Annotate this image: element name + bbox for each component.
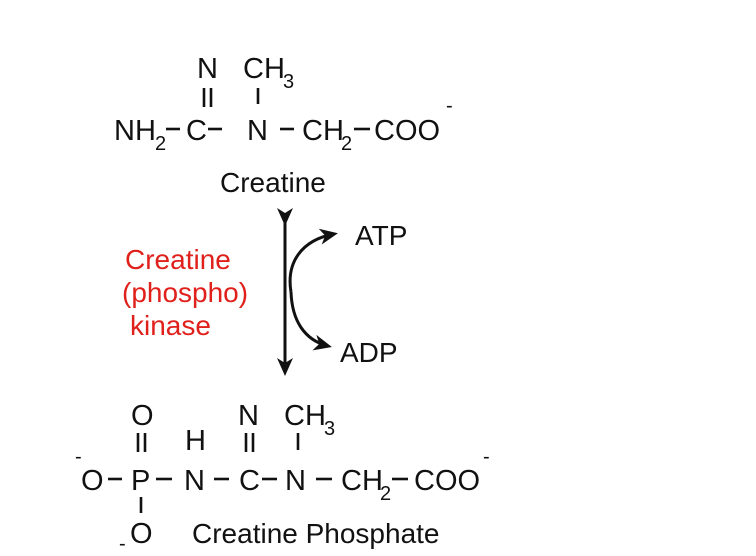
subscript-2: 2	[155, 133, 166, 155]
curved-arrow-adp	[289, 291, 332, 351]
subscript-2: 2	[380, 483, 391, 505]
atom-nh2: NH	[114, 115, 156, 147]
enzyme-line-2: (phospho)	[122, 277, 248, 308]
charge-negative: -	[75, 446, 82, 468]
charge-negative: -	[483, 446, 490, 468]
atp-label: ATP	[355, 220, 407, 251]
enzyme-line-3: kinase	[130, 310, 211, 341]
atom-ch3: CH	[243, 53, 285, 85]
atom-o-top: O	[131, 400, 154, 432]
creatine-phosphate-label: Creatine Phosphate	[192, 518, 440, 549]
atom-c: C	[239, 465, 260, 497]
atom-coo: COO	[414, 465, 480, 497]
atom-n-imine: N	[238, 400, 259, 432]
subscript-3: 3	[283, 71, 294, 93]
subscript-3: 3	[324, 418, 335, 440]
adp-label: ADP	[340, 337, 398, 368]
charge-negative: -	[446, 95, 453, 117]
atom-o-bottom: O	[130, 518, 153, 550]
creatine-label: Creatine	[220, 167, 326, 198]
atom-c: C	[186, 115, 207, 147]
enzyme-line-1: Creatine	[125, 244, 231, 275]
atom-h: H	[185, 425, 206, 457]
atom-n: N	[184, 465, 205, 497]
atom-n: N	[247, 115, 268, 147]
charge-negative: -	[119, 533, 126, 555]
atom-ch3: CH	[284, 400, 326, 432]
atom-p: P	[131, 465, 150, 497]
atom-n: N	[285, 465, 306, 497]
creatine-phosphate-structure: O H N CH 3 - O P N C N CH 2 COO - - O Cr…	[75, 400, 490, 555]
atom-n-imine: N	[197, 53, 218, 85]
curved-arrow-atp	[288, 228, 338, 293]
atom-ch2: CH	[341, 465, 383, 497]
subscript-2: 2	[341, 133, 352, 155]
creatine-structure: N CH 3 NH 2 C N CH 2 COO - Creatine	[114, 53, 453, 198]
atom-coo: COO	[374, 115, 440, 147]
atom-o-left: O	[81, 465, 104, 497]
atom-ch2: CH	[302, 115, 344, 147]
enzyme-label: Creatine (phospho) kinase	[122, 244, 248, 341]
